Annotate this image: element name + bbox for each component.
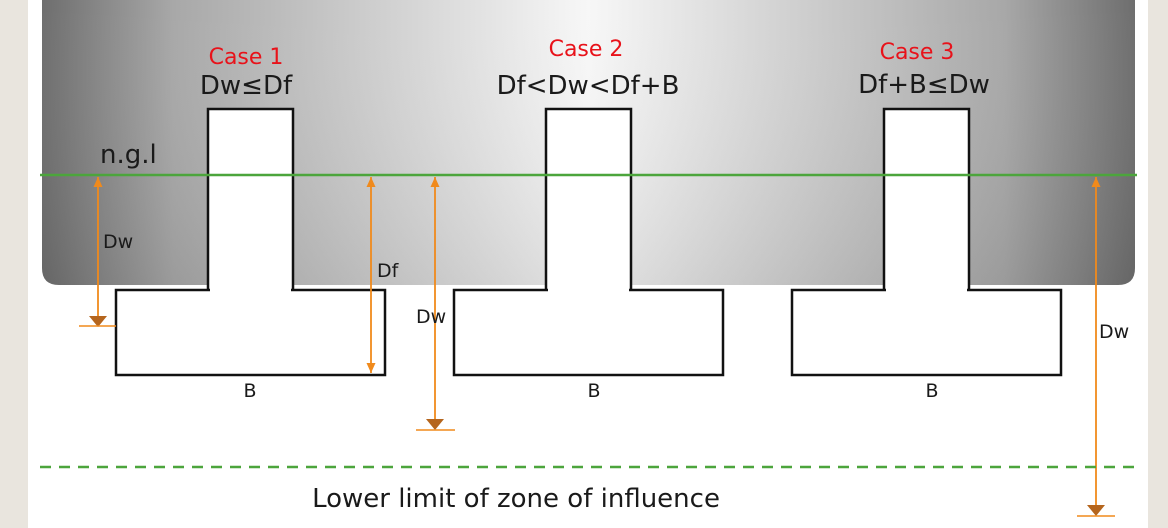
footing-base xyxy=(452,288,725,377)
case2-dw-dimension xyxy=(416,177,455,431)
ground-level-label: n.g.l xyxy=(100,140,157,170)
case1-dw-dimension xyxy=(79,177,116,327)
water-table-marker xyxy=(426,419,444,430)
footing-case-3 xyxy=(790,107,1063,377)
lower-limit-label: Lower limit of zone of influence xyxy=(312,484,720,514)
case1-title: Case 1 xyxy=(209,45,284,70)
water-table-marker xyxy=(89,316,107,327)
case2-dw-label: Dw xyxy=(416,306,446,328)
case3-width-label: B xyxy=(925,380,938,402)
case1-width-label: B xyxy=(243,380,256,402)
case3-title: Case 3 xyxy=(880,40,955,65)
case2-title: Case 2 xyxy=(549,37,624,62)
footing-column xyxy=(544,107,633,293)
case3-dw-dimension xyxy=(1077,177,1115,517)
case2-condition: Df<Dw<Df+B xyxy=(497,71,680,101)
case1-condition: Dw≤Df xyxy=(200,71,293,101)
water-table-marker xyxy=(1087,505,1105,516)
case1-dw-label: Dw xyxy=(103,231,133,253)
footing-base xyxy=(790,288,1063,377)
footing-case-2 xyxy=(452,107,725,377)
footing-column xyxy=(206,107,295,293)
case3-dw-label: Dw xyxy=(1099,321,1129,343)
footing-base xyxy=(114,288,387,377)
dimension-arrows xyxy=(79,177,1115,517)
case3-condition: Df+B≤Dw xyxy=(858,70,990,100)
footing-case-1 xyxy=(114,107,387,377)
case1-df-dimension xyxy=(366,177,376,373)
case2-width-label: B xyxy=(587,380,600,402)
case1-df-label: Df xyxy=(377,260,400,282)
footing-column xyxy=(882,107,971,293)
